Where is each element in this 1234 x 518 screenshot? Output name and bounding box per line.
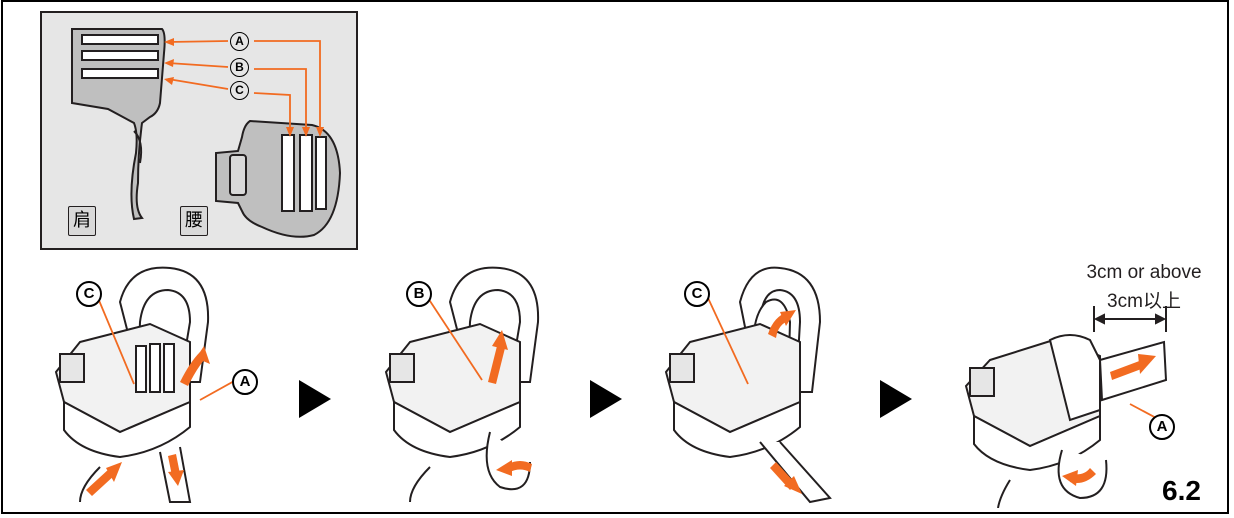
- step-4-label-a: A: [1149, 414, 1175, 440]
- step-2-label-b: B: [406, 281, 432, 307]
- shoulder-buckle: [72, 29, 165, 219]
- waist-label: 腰: [180, 206, 208, 236]
- shoulder-label: 肩: [68, 206, 96, 236]
- step-3-illustration: [650, 262, 860, 507]
- step-1-label-c: C: [76, 281, 102, 307]
- next-step-arrow-3: [880, 380, 912, 418]
- step-3-label-c: C: [684, 281, 710, 307]
- next-step-arrow-1: [299, 380, 331, 418]
- waist-buckle: [216, 121, 340, 237]
- inset-label-a: A: [230, 32, 249, 51]
- step-2-illustration: [370, 262, 580, 507]
- section-number: 6.2: [1162, 475, 1201, 507]
- step-1-label-a: A: [232, 369, 258, 395]
- next-step-arrow-2: [590, 380, 622, 418]
- measure-dimension-line: [1088, 304, 1172, 334]
- step-1-illustration: [40, 262, 250, 507]
- inset-label-c: C: [230, 81, 249, 100]
- buckle-slot-inset: A B C 肩 腰: [40, 11, 358, 250]
- measure-label-en: 3cm or above: [1064, 262, 1224, 284]
- inset-label-b: B: [230, 58, 249, 77]
